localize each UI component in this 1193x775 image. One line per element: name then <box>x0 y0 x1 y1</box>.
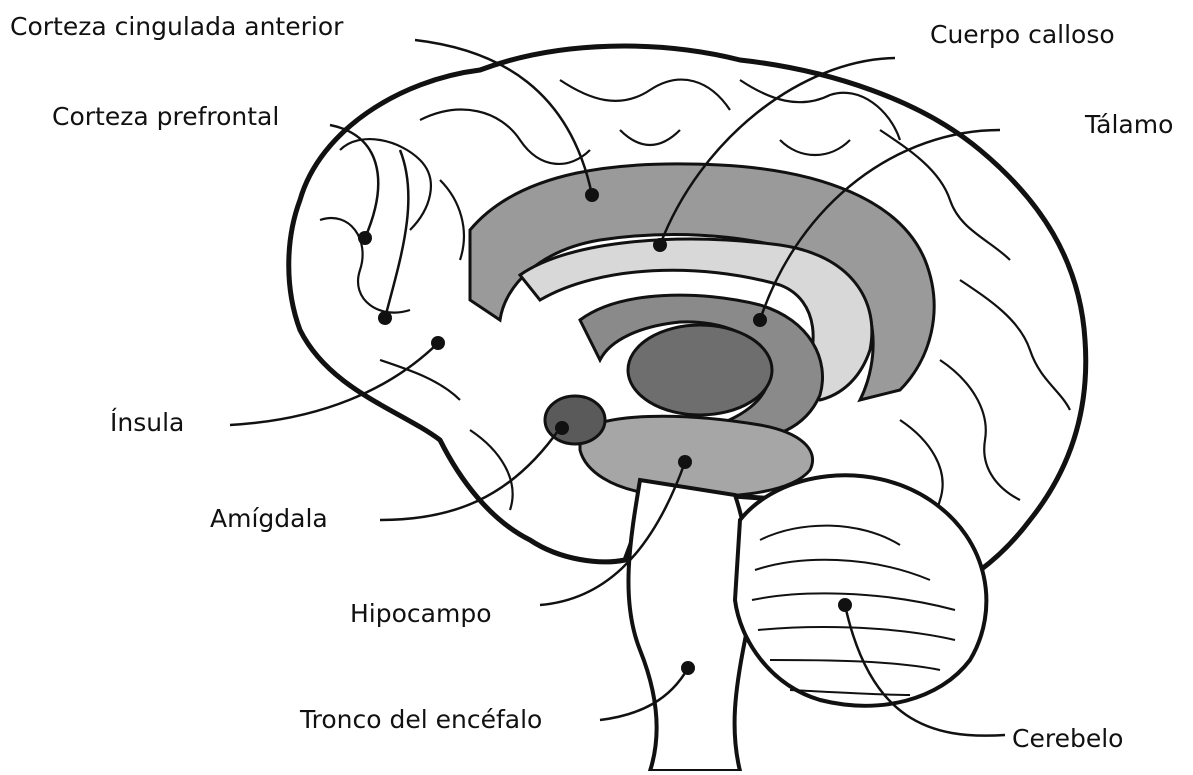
dot-corpus-callosum <box>653 238 667 252</box>
dot-cerebellum <box>838 598 852 612</box>
thalamus-region <box>628 325 772 415</box>
hippocampus-region <box>580 416 813 496</box>
dot-brainstem <box>681 661 695 675</box>
label-anterior-cingulate-cortex: Corteza cingulada anterior <box>10 14 343 39</box>
brainstem-shape <box>628 480 750 771</box>
dot-thalamus <box>753 313 767 327</box>
label-brainstem: Tronco del encéfalo <box>300 707 542 732</box>
dot-acc <box>585 188 599 202</box>
label-corpus-callosum: Cuerpo calloso <box>930 22 1115 47</box>
dot-hippocampus <box>678 455 692 469</box>
label-cerebellum: Cerebelo <box>1012 726 1123 751</box>
label-insula: Ínsula <box>110 410 184 435</box>
label-amygdala: Amígdala <box>210 506 328 531</box>
dot-pfc-1 <box>358 231 372 245</box>
dot-pfc-2 <box>378 311 392 325</box>
label-hippocampus: Hipocampo <box>350 601 492 626</box>
dot-amygdala <box>555 421 569 435</box>
dot-insula <box>431 336 445 350</box>
label-prefrontal-cortex: Corteza prefrontal <box>52 104 279 129</box>
label-thalamus: Tálamo <box>1085 112 1173 137</box>
